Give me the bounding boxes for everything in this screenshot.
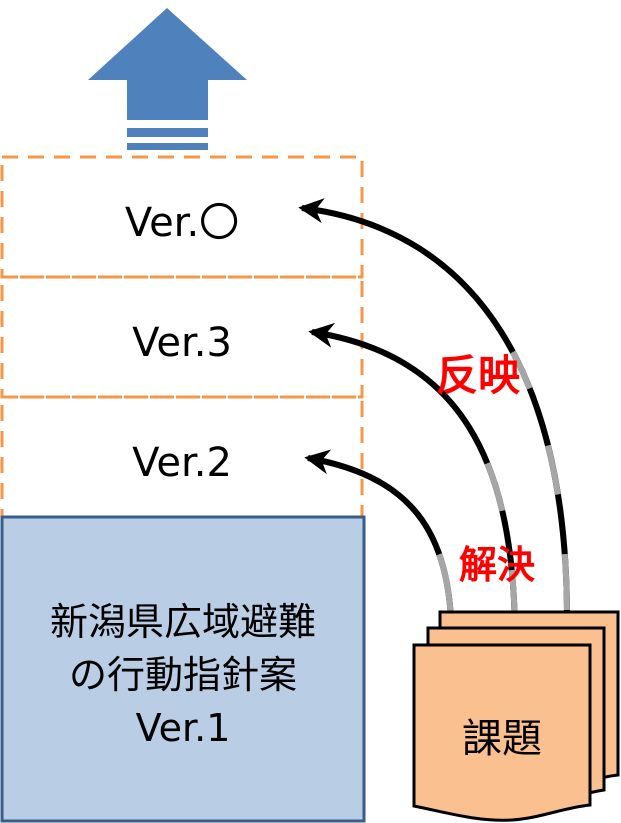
up-arrow-icon: [88, 8, 247, 150]
issue-documents: [412, 610, 620, 822]
base-box-line2: の行動指針案: [69, 653, 297, 697]
issue-document-front: [412, 643, 592, 822]
issue-label: 課題: [462, 716, 542, 762]
version-box-future: [0, 155, 364, 279]
version-3-label: Ver.3: [132, 320, 232, 366]
reflect-label: 反映: [436, 351, 520, 400]
version-box-3: [0, 275, 364, 399]
version-2-label: Ver.2: [132, 440, 232, 486]
version-future-label: Ver.〇: [125, 200, 239, 246]
resolve-label: 解決: [459, 543, 535, 587]
base-box-line3: Ver.1: [136, 706, 231, 750]
feedback-arrows: [298, 198, 570, 649]
base-version-box: [0, 515, 366, 823]
arrow-to-future: [298, 198, 570, 619]
base-box-line1: 新潟県広域避難: [50, 600, 316, 644]
